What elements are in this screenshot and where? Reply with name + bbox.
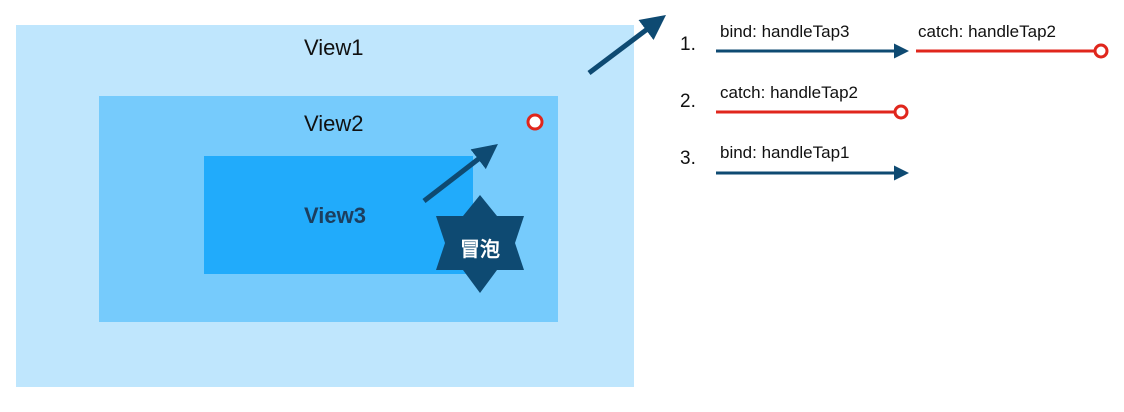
view3-label: View3	[304, 203, 366, 228]
bubble-starburst-shape	[436, 195, 524, 293]
step2-number: 2.	[680, 91, 696, 112]
step2-catch-label: catch: handleTap2	[720, 83, 858, 102]
step2-catch-stop	[893, 104, 909, 120]
bubble-arrow-view2-to-view1	[587, 14, 666, 75]
bubble-badge-label: 冒泡	[460, 237, 500, 261]
view3-box	[204, 156, 473, 274]
step1-catch-stop	[1093, 43, 1109, 59]
bubble-arrow-view3-to-view2	[422, 143, 498, 203]
step1-catch-label: catch: handleTap2	[918, 22, 1056, 41]
step3-number: 3.	[680, 148, 696, 169]
step1-number: 1.	[680, 34, 696, 55]
step1-bind-label: bind: handleTap3	[720, 22, 850, 41]
catch-stop-marker	[526, 113, 544, 131]
view1-label: View1	[304, 35, 364, 60]
view2-label: View2	[304, 111, 364, 136]
step3-bind-label: bind: handleTap1	[720, 143, 850, 162]
